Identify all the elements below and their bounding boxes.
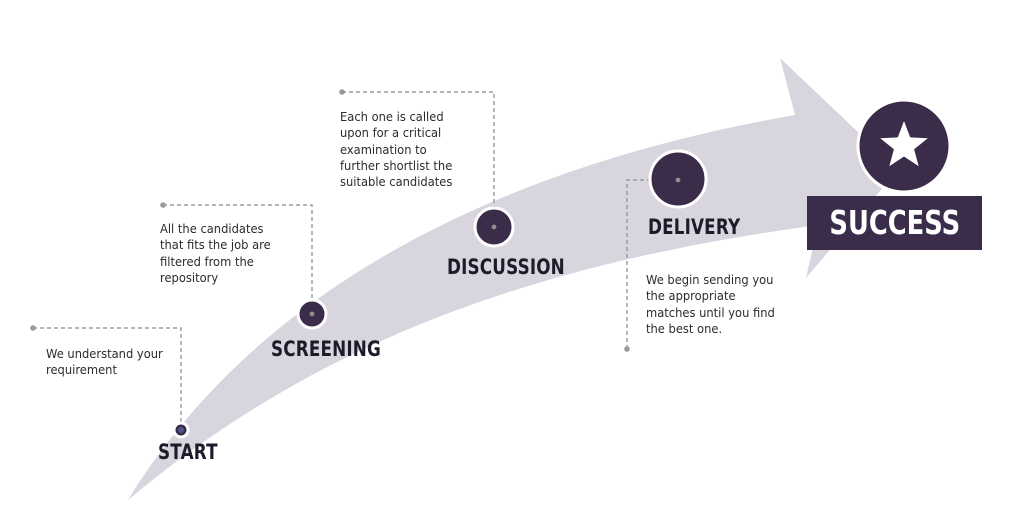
stage-description-screening: All the candidates that fits the job are…	[160, 221, 271, 285]
connector-dot-start	[30, 325, 36, 331]
node-dot-discussion	[491, 224, 497, 230]
connector-dot-discussion	[339, 89, 345, 95]
success-banner: SUCCESS	[807, 196, 982, 250]
stage-label-screening: SCREENING	[271, 337, 381, 361]
star-icon	[880, 121, 928, 167]
success-label: SUCCESS	[829, 203, 960, 242]
stage-label-discussion: DISCUSSION	[447, 255, 565, 279]
connector-dot-delivery	[624, 346, 630, 352]
stage-description-start: We understand your requirement	[46, 346, 163, 378]
stage-label-delivery: DELIVERY	[648, 215, 741, 239]
stage-label-start: START	[158, 440, 218, 464]
stage-description-delivery: We begin sending you the appropriate mat…	[646, 272, 775, 336]
connector-start	[33, 327, 182, 430]
connector-discussion	[342, 91, 495, 226]
node-start-highlight	[178, 427, 184, 433]
stage-description-discussion: Each one is called upon for a critical e…	[340, 109, 453, 190]
connector-dot-screening	[160, 202, 166, 208]
node-dot-delivery	[675, 177, 681, 183]
connector-screening	[163, 204, 313, 313]
node-dot-screening	[309, 311, 315, 317]
